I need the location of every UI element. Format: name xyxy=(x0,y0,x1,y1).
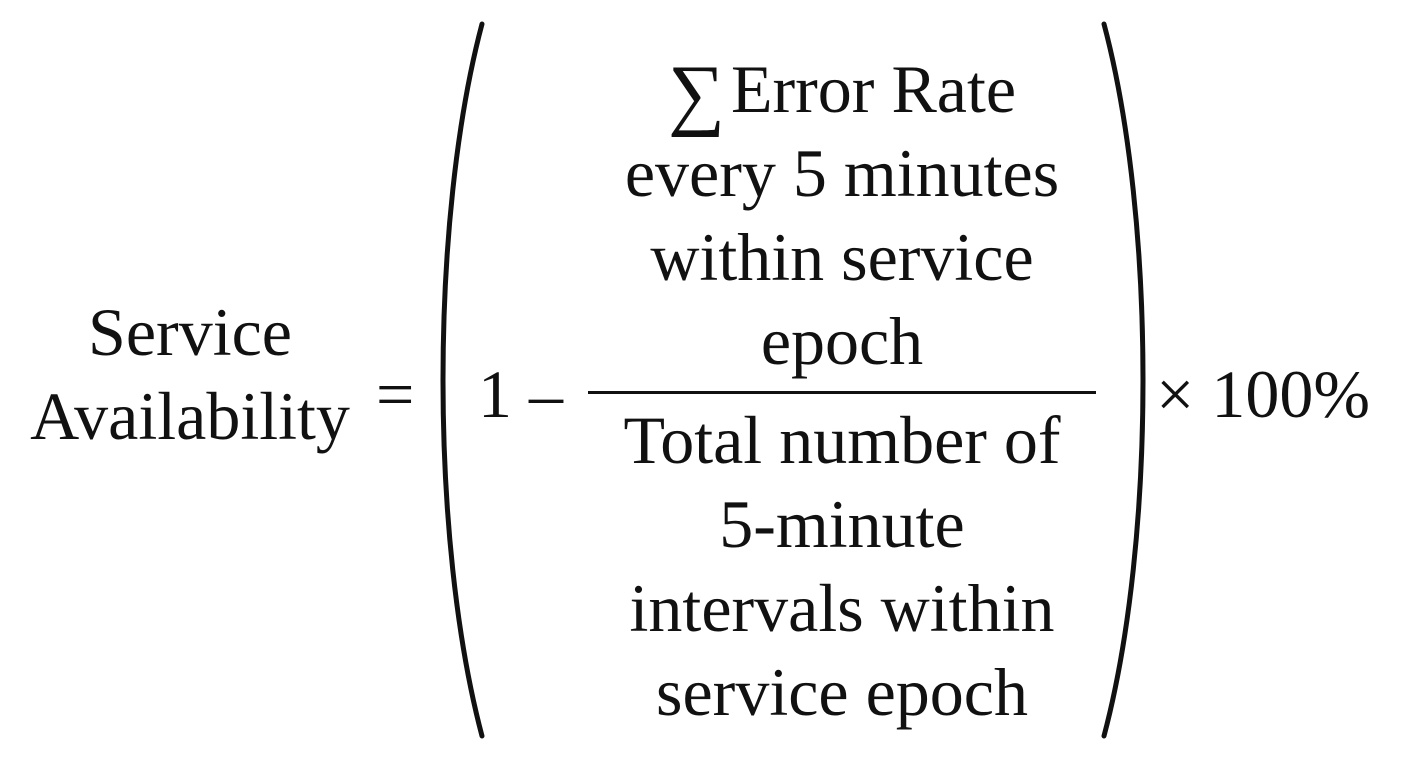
denominator-line-3: intervals within xyxy=(629,570,1055,646)
one-minus: 1 – xyxy=(478,356,563,432)
denominator: Total number of 5-minute intervals withi… xyxy=(588,398,1096,734)
right-parenthesis xyxy=(1101,21,1146,739)
numerator-text-1: Error Rate xyxy=(730,51,1017,127)
numerator-line-4: epoch xyxy=(760,303,924,379)
denominator-line-2: 5-minute xyxy=(719,486,965,562)
numerator-line-2: every 5 minutes xyxy=(624,135,1060,211)
formula-lhs: Service Availability xyxy=(12,290,368,458)
denominator-line-4: service epoch xyxy=(656,654,1028,730)
equals-sign: = xyxy=(376,356,415,432)
lhs-line-2: Availability xyxy=(30,378,350,454)
fraction: ∑Error Rate every 5 minutes within servi… xyxy=(588,44,1096,734)
times-100-percent: × 100% xyxy=(1156,356,1370,432)
denominator-line-1: Total number of xyxy=(623,402,1061,478)
left-parenthesis xyxy=(440,21,485,739)
fraction-bar xyxy=(588,391,1096,394)
numerator-line-1: ∑Error Rate xyxy=(588,44,1096,136)
numerator-line-3: within service xyxy=(650,219,1034,295)
numerator: ∑Error Rate every 5 minutes within servi… xyxy=(588,44,1096,383)
sigma-symbol: ∑ xyxy=(667,50,725,138)
lhs-line-1: Service xyxy=(88,294,292,370)
